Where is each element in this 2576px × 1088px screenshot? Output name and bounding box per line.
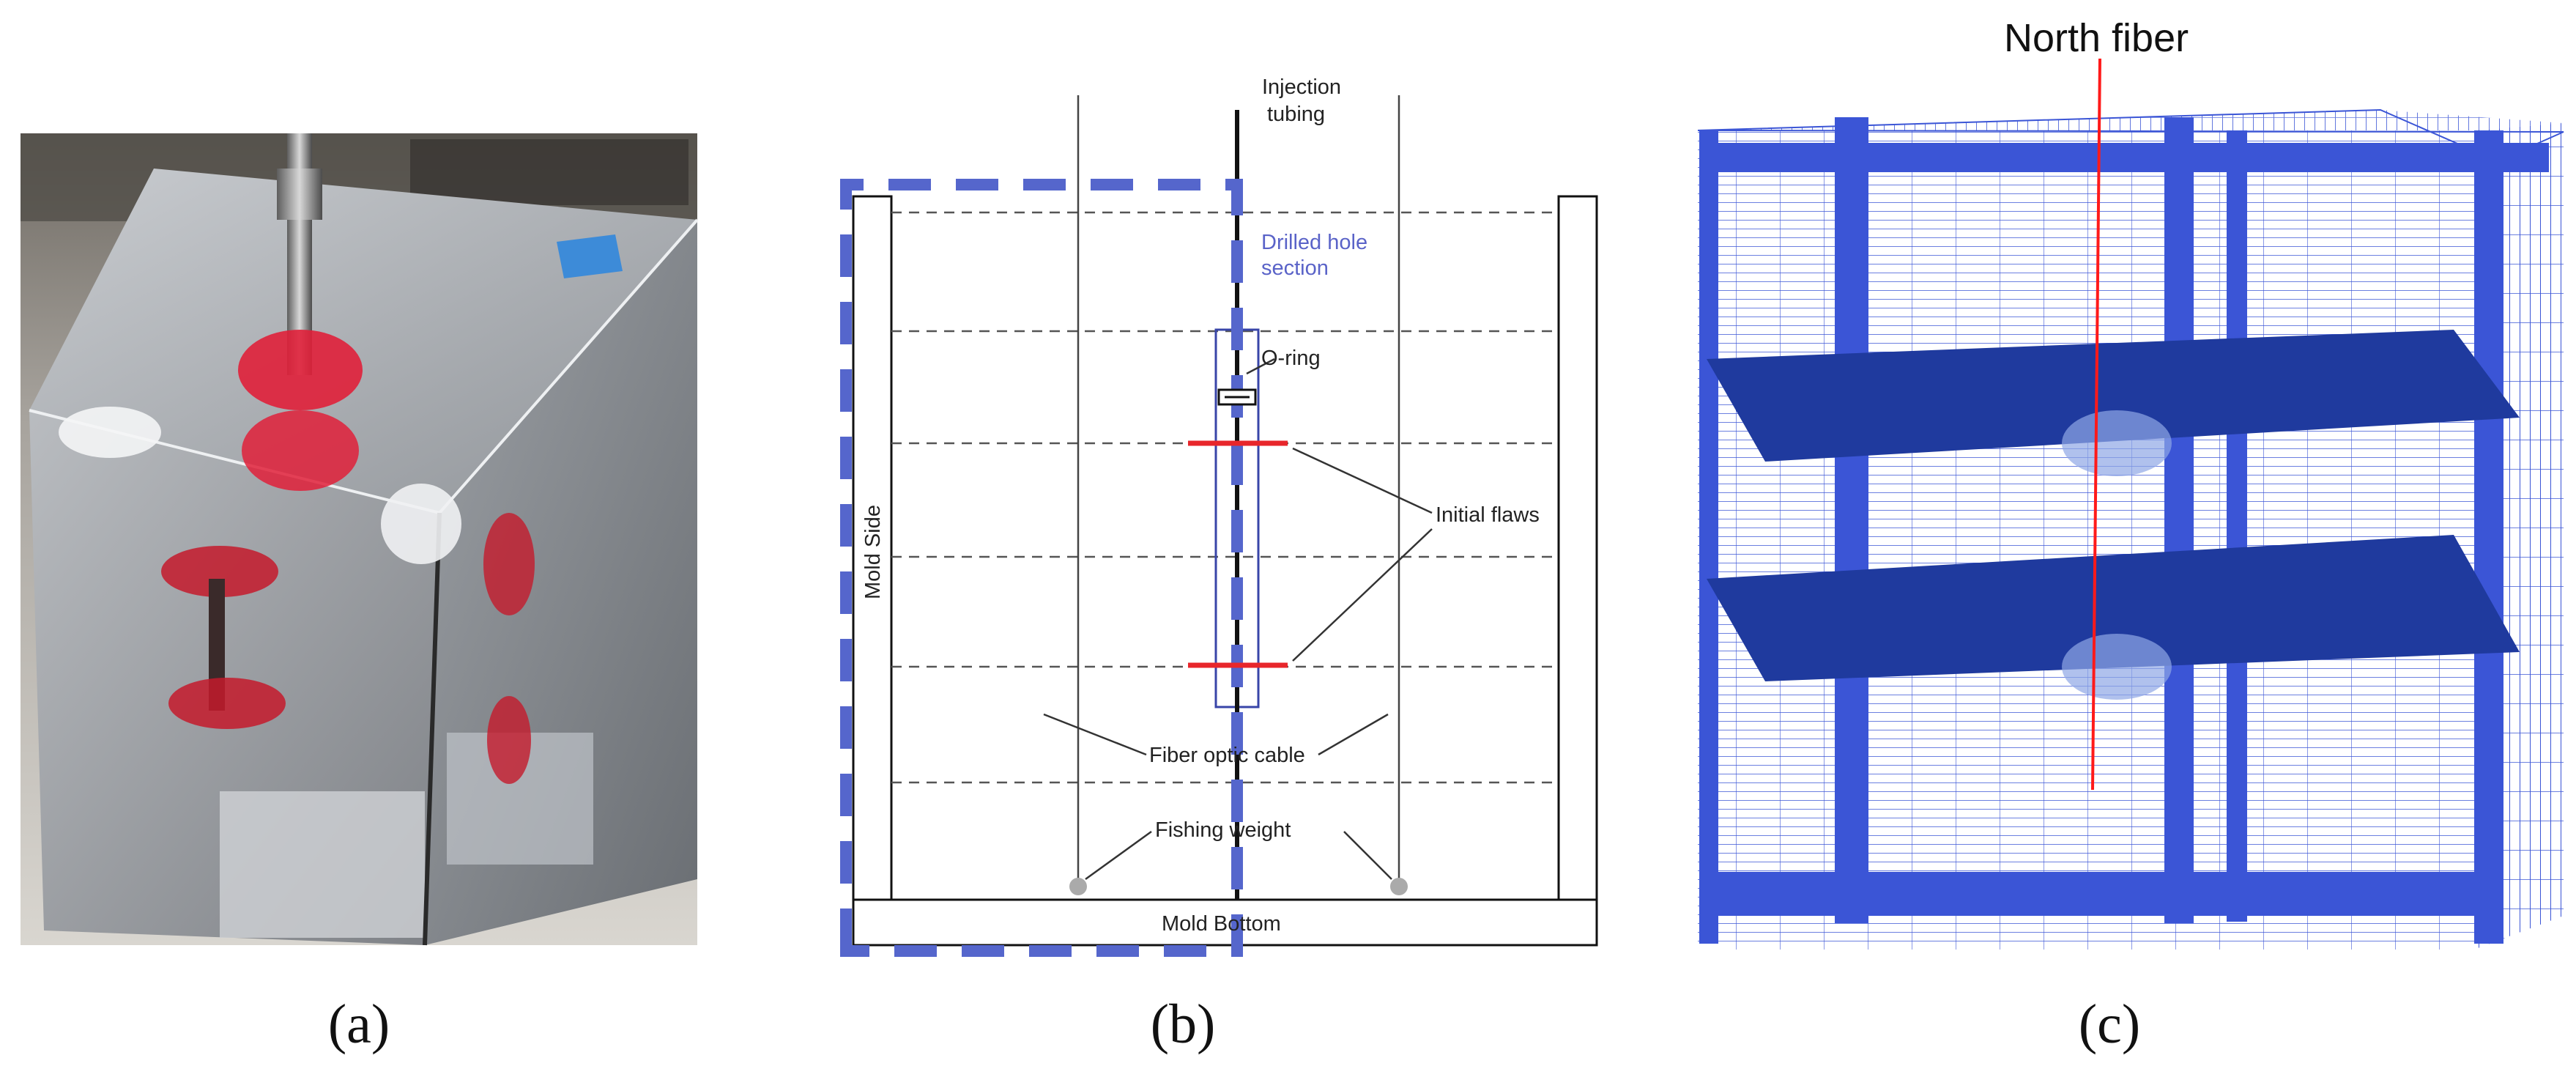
layer-lines — [891, 211, 1559, 784]
panel-c: North fiber (c) — [1648, 0, 2576, 1088]
mold-bottom — [852, 898, 1598, 947]
label-injection-tubing-1: Injection — [1262, 75, 1341, 99]
fracture-plane-lower — [1707, 535, 2520, 681]
leader-lines — [1043, 358, 1433, 881]
blue-tag — [557, 234, 623, 278]
mesh-front — [1698, 130, 2474, 950]
fracture-plane-upper — [1707, 330, 2520, 462]
fishing-weight-left — [1069, 878, 1087, 895]
caption-b: (b) — [1150, 993, 1216, 1055]
label-drilled-hole-2: section — [1261, 256, 1329, 280]
drilled-section-outline — [840, 179, 1243, 957]
caption-c: (c) — [2078, 993, 2141, 1055]
caption-a: (a) — [327, 993, 390, 1055]
panel-a: (a) — [0, 0, 732, 1088]
block-top-face — [29, 169, 697, 513]
mesh-dense-bands — [1699, 117, 2549, 944]
label-mold-bottom: Mold Bottom — [1162, 912, 1281, 936]
schematic-diagram: Injection tubing Drilled hole section O-… — [840, 75, 1598, 957]
north-fiber-line — [2091, 58, 2101, 791]
label-drilled-hole-1: Drilled hole — [1261, 231, 1367, 254]
panel-b: Injection tubing Drilled hole section O-… — [732, 0, 1648, 1088]
mesh-model: North fiber — [1697, 16, 2564, 950]
flaw-disc-upper — [238, 330, 363, 410]
label-injection-tubing-2: tubing — [1267, 103, 1325, 126]
flaw-disc-lower — [242, 410, 359, 491]
mold-side-right — [1557, 195, 1598, 901]
label-o-ring: O-ring — [1261, 347, 1321, 370]
label-fiber-optic-cable: Fiber optic cable — [1149, 744, 1305, 767]
label-north-fiber: North fiber — [2004, 16, 2189, 60]
specimen-photo — [21, 133, 699, 946]
label-initial-flaws: Initial flaws — [1436, 503, 1540, 527]
fishing-weight-right — [1390, 878, 1408, 895]
label-fishing-weight: Fishing weight — [1155, 818, 1291, 842]
label-mold-side: Mold Side — [861, 505, 885, 599]
